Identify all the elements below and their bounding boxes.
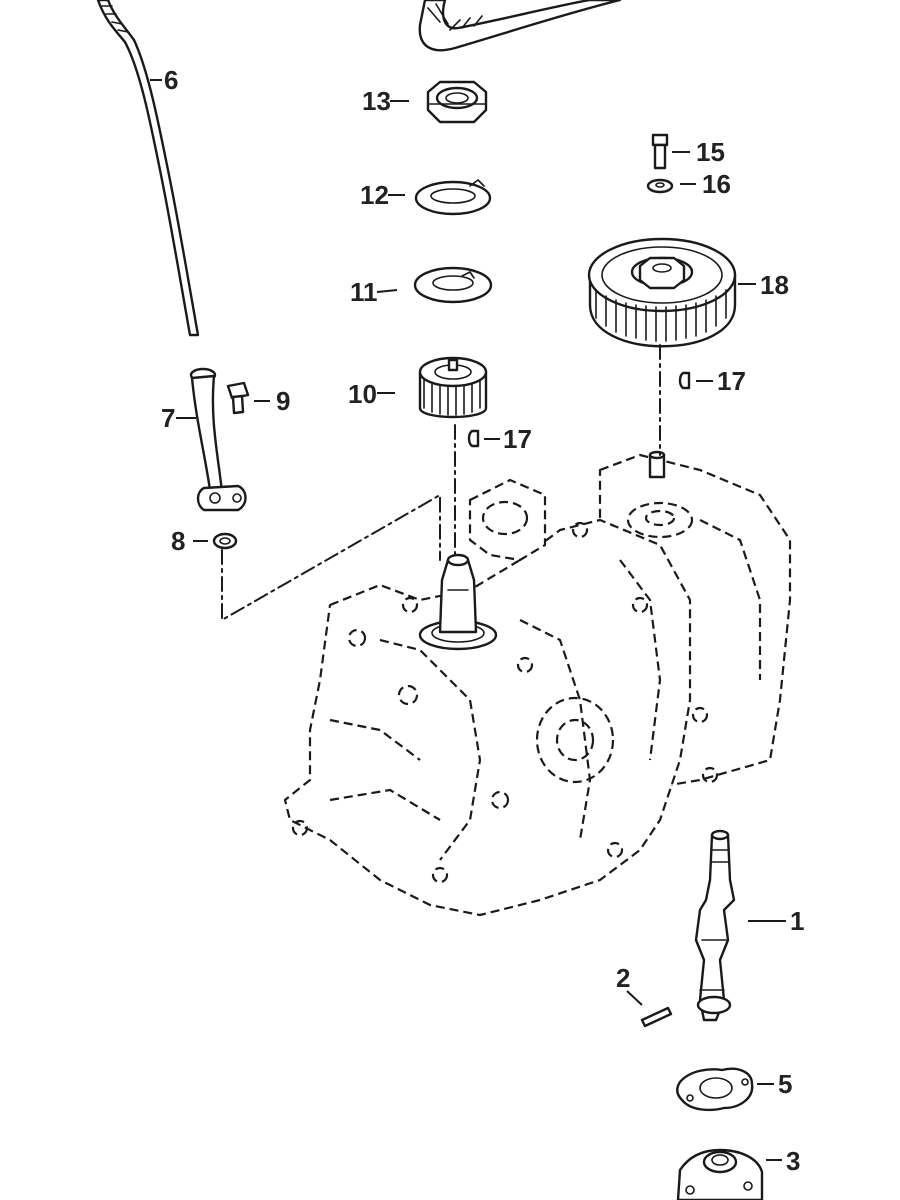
camshaft (694, 829, 736, 1022)
o-ring (212, 532, 238, 550)
nut (426, 80, 488, 124)
bolt-9 (226, 381, 250, 415)
callout-16: 16 (702, 169, 731, 199)
callout-17-upper: 17 (717, 366, 746, 396)
timing-belt (418, 0, 622, 52)
washer-16 (646, 178, 674, 194)
callout-5: 5 (778, 1069, 792, 1099)
callout-9: 9 (276, 386, 290, 416)
key-17-lower (467, 429, 480, 448)
gasket (676, 1067, 754, 1112)
crankshaft-sprocket (418, 356, 488, 419)
center-lines (221, 344, 661, 622)
oil-pump (676, 1148, 764, 1200)
lock-washer (414, 179, 492, 216)
callout-17-lower: 17 (503, 424, 532, 454)
callout-8: 8 (171, 526, 185, 556)
washer (413, 266, 493, 304)
callout-13: 13 (362, 86, 391, 116)
callout-18: 18 (760, 270, 789, 300)
callout-11: 11 (350, 277, 378, 307)
dipstick-tube (189, 367, 247, 512)
cylinder-block (283, 453, 792, 917)
callout-2: 2 (616, 963, 630, 993)
callout-10: 10 (348, 379, 377, 409)
camshaft-end (648, 450, 666, 479)
key-17-upper (678, 371, 691, 390)
crankshaft-end (418, 553, 498, 651)
dowel-pin (640, 1006, 673, 1028)
callout-labels: 6 7 8 9 10 11 12 13 15 16 18 17 17 1 2 5… (161, 65, 804, 1176)
camshaft-pulley (587, 237, 737, 348)
callout-6: 6 (164, 65, 178, 95)
leader-lines (150, 79, 786, 1161)
dipstick (96, 0, 200, 337)
callout-7: 7 (161, 403, 175, 433)
callout-1: 1 (790, 906, 804, 936)
callout-12: 12 (360, 180, 389, 210)
bolt-15 (651, 133, 669, 170)
callout-15: 15 (696, 137, 725, 167)
callout-3: 3 (786, 1146, 800, 1176)
